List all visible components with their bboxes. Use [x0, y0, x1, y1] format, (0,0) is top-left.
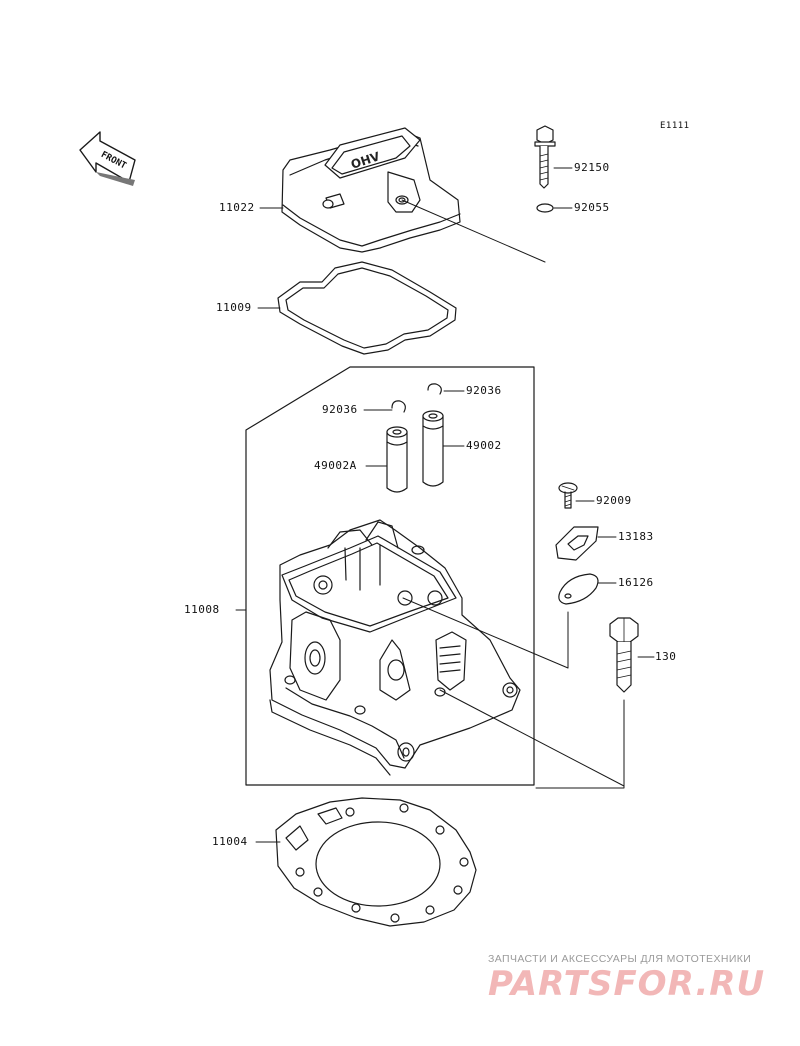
valve-guide-49002a: [386, 426, 408, 493]
part-label: 11008: [184, 603, 220, 616]
watermark-logo: PARTSFOR.RU: [488, 964, 766, 1004]
bolt-92150: [534, 125, 556, 189]
part-label: 92036: [466, 384, 502, 397]
part-label: 11004: [212, 835, 248, 848]
part-label: 49002A: [314, 459, 357, 472]
front-arrow-icon: FRONT: [79, 131, 136, 186]
part-label: 92009: [596, 494, 632, 507]
circlip-92036-right: [427, 383, 442, 395]
screw-92009: [558, 482, 578, 509]
part-label: 11009: [216, 301, 252, 314]
o-ring-92055: [536, 203, 554, 213]
part-label: 92055: [574, 201, 610, 214]
part-label: 16126: [618, 576, 654, 589]
part-label: 11022: [219, 201, 255, 214]
part-label: 49002: [466, 439, 502, 452]
part-label: 92036: [322, 403, 358, 416]
part-label: 130: [655, 650, 677, 663]
diagram-ref-code: E1111: [660, 121, 690, 131]
cylinder-head-cover: OHV: [281, 127, 461, 253]
cylinder-head: [269, 519, 521, 776]
head-cover-gasket: [277, 261, 457, 355]
circlip-92036-left: [391, 400, 406, 413]
part-label: 92150: [574, 161, 610, 174]
part-label: 13183: [618, 530, 654, 543]
valve-guide-49002: [422, 410, 444, 487]
plate-hole: [564, 593, 572, 599]
cylinder-head-gasket: [275, 797, 477, 927]
bolt-130: [609, 617, 639, 693]
plate-16126: [558, 573, 599, 605]
plate-gasket-13183: [555, 526, 599, 561]
watermark-tagline: ЗАПЧАСТИ И АКСЕССУАРЫ ДЛЯ МОТОТЕХНИКИ: [488, 953, 752, 965]
